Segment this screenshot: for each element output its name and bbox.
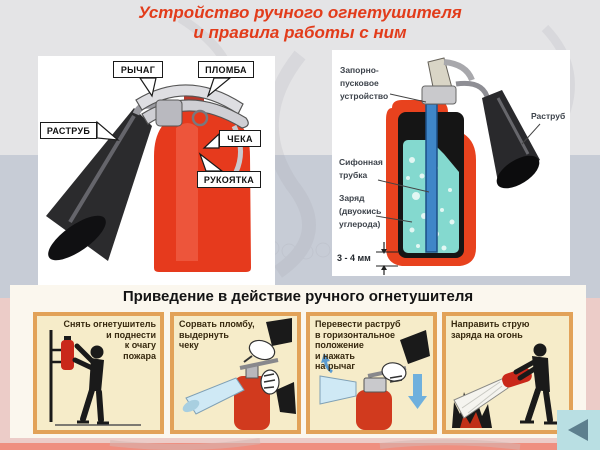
step-1-illustration	[49, 330, 141, 426]
label-lever: РЫЧАГ	[113, 61, 163, 78]
slide-title-line1: Устройство ручного огнетушителя	[138, 3, 462, 22]
step-1-text: Снять огнетушитель и поднести к очагу по…	[63, 319, 156, 361]
label-siphon-tube: Сифонная трубка	[339, 157, 383, 180]
steps-panel-title: Приведение в действие ручного огнетушите…	[122, 288, 474, 305]
slide-title: Устройство ручного огнетушителя и правил…	[0, 3, 600, 43]
back-nav-button[interactable]	[557, 410, 600, 450]
extinguisher-exterior-illustration	[46, 77, 251, 272]
step-2-text: Сорвать пломбу, выдернуть чеку	[179, 319, 255, 350]
extinguisher-cutaway-panel: Запорно- пусковое устройство Раструб Сиф…	[332, 50, 570, 276]
label-handle: РУКОЯТКА	[197, 171, 261, 188]
step-3-box: Перевести раструб в горизонтальное полож…	[306, 312, 437, 434]
left-triangle-icon	[567, 419, 588, 441]
step-3-text: Перевести раструб в горизонтальное полож…	[315, 319, 401, 371]
extinguisher-exterior-panel: РЫЧАГ ПЛОМБА РАСТРУБ ЧЕКА РУКОЯТКА	[38, 56, 275, 285]
label-seal: ПЛОМБА	[198, 61, 254, 78]
label-valve-unit: Запорно- пусковое устройство	[340, 65, 389, 101]
step-3-illustration	[319, 330, 430, 430]
extinguisher-cutaway-illustration	[375, 57, 541, 275]
background-red-stripe	[0, 443, 600, 450]
label-pin: ЧЕКА	[219, 130, 261, 147]
label-charge: Заряд (двуокись углерода)	[339, 193, 382, 229]
step-1-box: Снять огнетушитель и поднести к очагу по…	[33, 312, 164, 434]
step-2-box: Сорвать пломбу, выдернуть чеку	[170, 312, 301, 434]
slide-title-line2: и правила работы с ним	[193, 23, 407, 42]
step-2-illustration	[182, 318, 296, 430]
label-horn: РАСТРУБ	[40, 122, 97, 139]
step-4-illustration	[452, 343, 558, 428]
operating-steps-panel: Приведение в действие ручного огнетушите…	[10, 285, 586, 438]
step-4-text: Направить струю заряда на огонь	[451, 319, 530, 340]
step-4-box: Направить струю заряда на огонь	[442, 312, 573, 434]
label-gap-3-4mm: 3 - 4 мм	[337, 253, 371, 263]
label-horn-cutaway: Раструб	[531, 111, 566, 121]
